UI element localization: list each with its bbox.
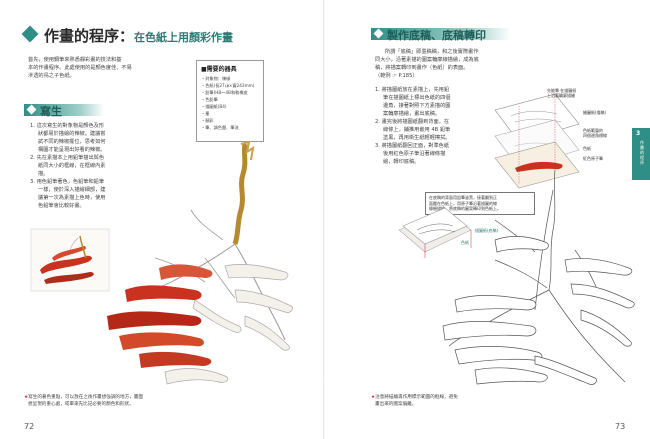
tools-title: ■需要的器具 <box>201 66 237 73</box>
reference-link: （範例 ☞ P.185） <box>375 73 418 79</box>
tracing-layers-diagram <box>494 93 580 189</box>
caption-star-icon: ★ <box>24 395 29 400</box>
sketch-caption: ★寫生的著色重點，可以放在之後作畫想強調的地方，畫面 想呈現的重心處，或畢來先比… <box>24 395 143 407</box>
callout-paper: 色紙 <box>583 146 591 151</box>
page-title: 作畫的程序：在色紙上用顏彩作畫 <box>44 25 233 46</box>
section-bar-transfer <box>371 28 511 40</box>
page-title-main: 作畫的程序： <box>44 27 135 45</box>
chili-line-drawing-illustration <box>442 169 635 385</box>
transfer-paper-diagram <box>398 207 472 258</box>
sketch-steps: 1. 這次寫生的對象物是顏色及形 狀都易於描繪的辣椒。建議嘗 試不同的辣椒擺位，… <box>30 123 106 209</box>
chili-painting-illustration <box>107 140 293 385</box>
intro-paragraph: 首先，使用鋼筆來熟悉靜彩畫的技法和基 本的作畫程序。此處使用的是顏色度佳、不易 … <box>28 57 132 79</box>
chapter-tab-number: 3 <box>636 130 641 137</box>
tools-box: ■需要的器具 ・對象物：辣椒 ・色紙(長27㎝×寬243mm) ・鉛筆(HB～4… <box>196 60 264 142</box>
title-diamond-icon <box>21 25 39 43</box>
callout-red-line: 紅色原子筆 <box>583 156 603 161</box>
callout-trace-paper: 描圖紙(底稿) <box>475 228 499 233</box>
section-title-transfer: 製作底稿、底稿轉印 <box>387 29 486 42</box>
page-number-left: 72 <box>24 422 35 431</box>
chapter-side-tab[interactable] <box>632 128 650 180</box>
section-bar-sketch <box>24 104 104 116</box>
transfer-caption: ★注意將描繪再作用標示範圍的框線，避免 畫出來的圖案偏離。 <box>371 395 458 407</box>
callout-sketch: 繪圖紙(描稿) <box>583 110 607 115</box>
transfer-note-box: 在底稿的背面用鉛筆塗黑，接著翻到正 面壓在色紙上，用原子筆沿著描圖的線 條細描繪… <box>425 192 535 215</box>
left-page: 作畫的程序：在色紙上用顏彩作畫 首先，使用鋼筆來熟悉靜彩畫的技法和基 本的作畫程… <box>21 25 293 431</box>
page-number-right: 73 <box>615 422 626 431</box>
page-title-sub: 在色紙上用顏彩作畫 <box>134 31 234 44</box>
sketch-thumbnail-illustration <box>30 228 110 292</box>
section-title-sketch: 寫生 <box>40 105 62 118</box>
right-page: 製作底稿、底稿轉印 所謂「底稿」即墨稿稿，和之後實際畫作 同大小，沿著素描的圖案… <box>325 0 650 439</box>
callout-colored-paper: 色紙 <box>461 240 469 245</box>
transfer-intro: 所謂「底稿」即墨稿稿，和之後實際畫作 同大小，沿著素描的圖案輪廓線描繪，成為底 … <box>375 48 545 80</box>
caption-star-icon-right: ★ <box>371 395 376 400</box>
callout-tracing-corners: 色紙範圍的 四個邊角標線 <box>583 128 607 138</box>
transfer-steps: 1. 將描圖紙放在素描上，先用鉛 筆在描圖紙上標出色紙的四個 邊角，接著對照下方… <box>375 87 451 165</box>
chapter-tab-text: 作畫的程序 <box>640 140 644 165</box>
callout-top-note: 先能畢 在描圖紙 上沿著輪廓描繪 <box>547 88 577 98</box>
